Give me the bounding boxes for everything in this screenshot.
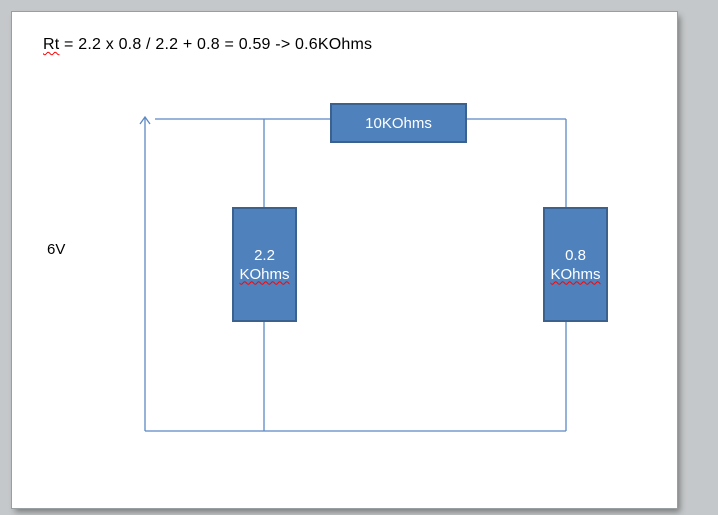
formula-rest: = 2.2 x 0.8 / 2.2 + 0.8 = 0.59 -> 0.6KOh… bbox=[59, 36, 373, 53]
resistor-2-2kohms[interactable]: 2.2 KOhms bbox=[232, 207, 297, 322]
slide-page: Rt = 2.2 x 0.8 / 2.2 + 0.8 = 0.59 -> 0.6… bbox=[12, 12, 677, 508]
resistor-2-2kohms-value: 2.2 bbox=[254, 246, 275, 264]
resistor-2-2kohms-unit: KOhms bbox=[239, 265, 290, 283]
resistor-0-8kohms-unit: KOhms bbox=[550, 265, 601, 283]
resistor-10kohms[interactable]: 10KOhms bbox=[330, 103, 467, 143]
resistor-0-8kohms[interactable]: 0.8 KOhms bbox=[543, 207, 608, 322]
voltage-source-label[interactable]: 6V bbox=[47, 241, 66, 258]
formula-text[interactable]: Rt = 2.2 x 0.8 / 2.2 + 0.8 = 0.59 -> 0.6… bbox=[43, 36, 372, 54]
resistor-0-8kohms-value: 0.8 bbox=[565, 246, 586, 264]
resistor-10kohms-label: 10KOhms bbox=[365, 114, 432, 132]
formula-term: Rt bbox=[43, 36, 60, 53]
arrow-up-icon bbox=[139, 115, 151, 125]
